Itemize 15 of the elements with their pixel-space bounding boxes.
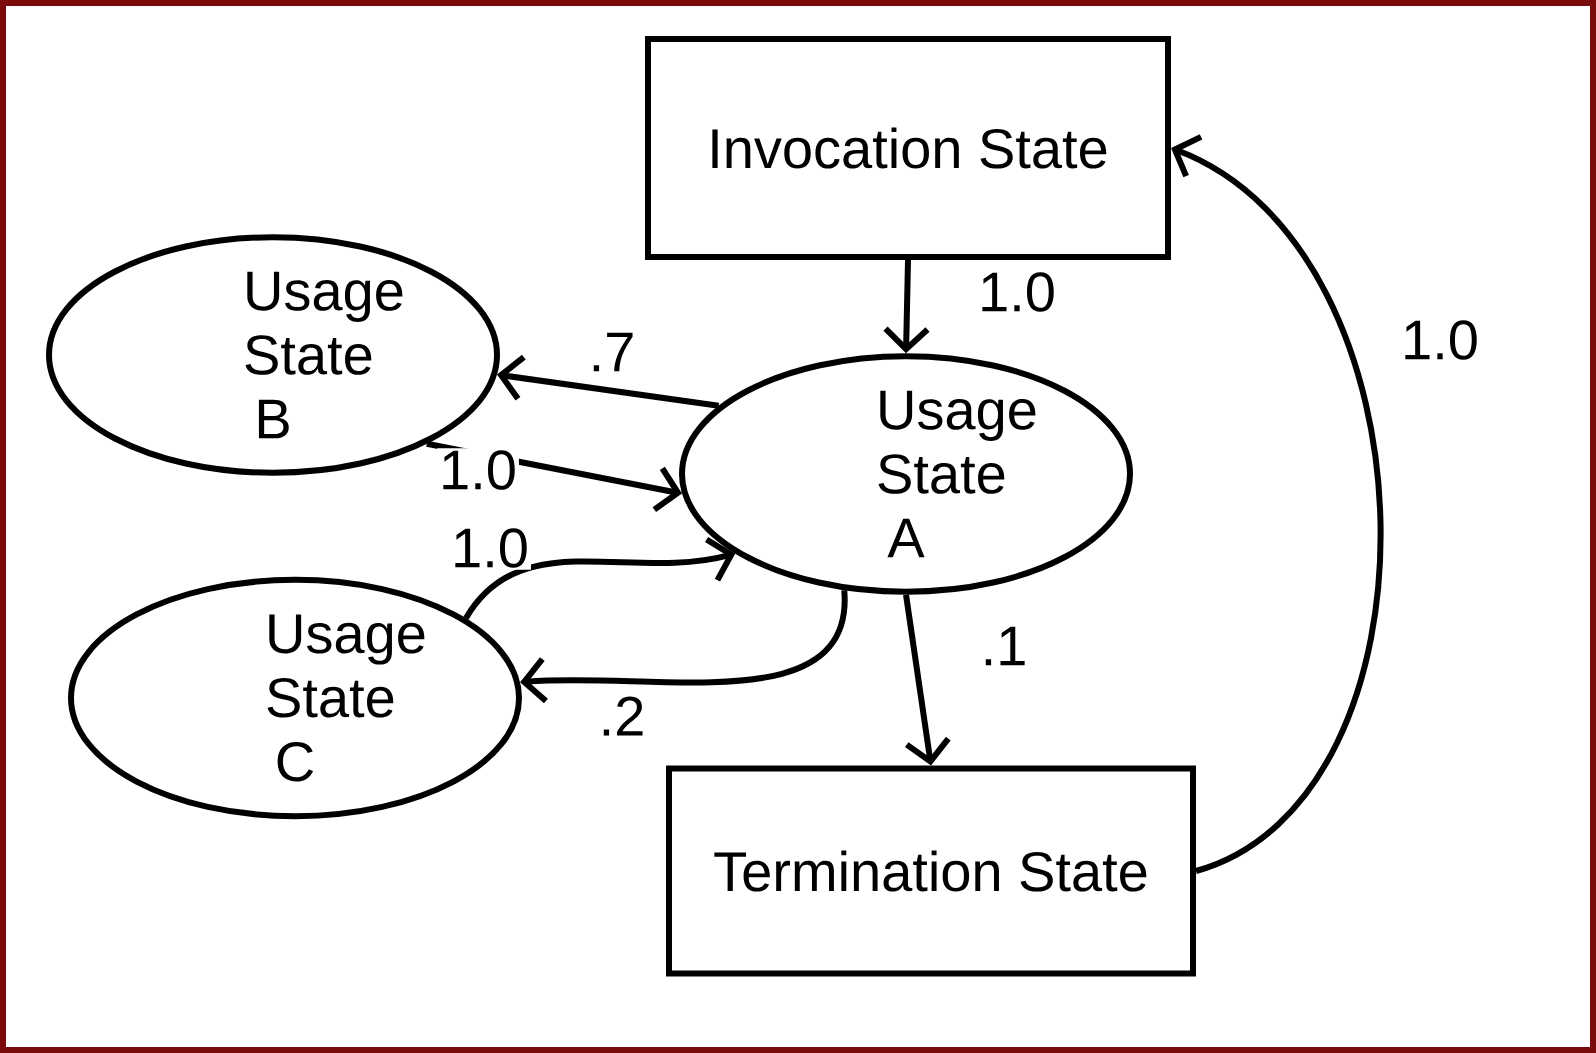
edge-label: 1.0 xyxy=(449,526,531,570)
arrow xyxy=(520,590,848,704)
edge-label: 1.0 xyxy=(976,270,1058,314)
edge-label: .1 xyxy=(978,624,1030,668)
arrow xyxy=(497,354,720,409)
edge-label: .2 xyxy=(596,694,648,738)
state-box: Invocation State xyxy=(645,36,1171,260)
arrow xyxy=(1171,134,1384,874)
arrow xyxy=(903,594,951,766)
edge-label: 1.0 xyxy=(1399,318,1481,362)
arrow xyxy=(463,537,736,621)
state-box: Termination State xyxy=(666,765,1196,977)
arrow xyxy=(883,259,930,354)
edge-label: .7 xyxy=(586,330,638,374)
edge-label: 1.0 xyxy=(437,448,519,492)
